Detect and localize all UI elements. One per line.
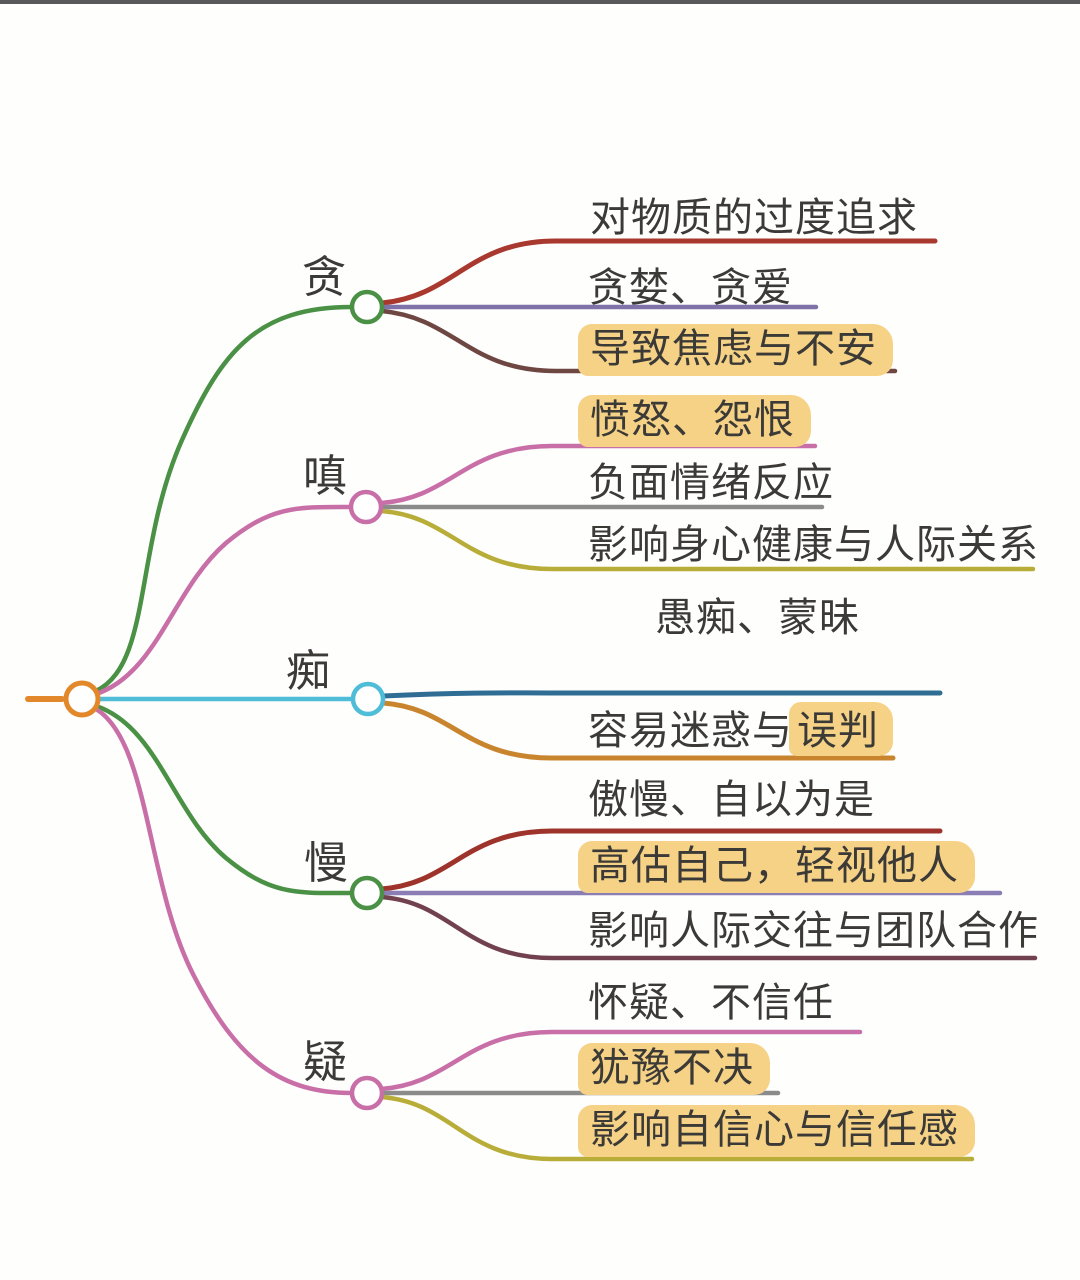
- child-label: 贪婪、贪爱: [588, 265, 793, 311]
- child-line-man-1: [378, 828, 943, 892]
- child-text-yi-2[interactable]: 犹豫不决: [578, 1043, 770, 1095]
- child-text-chen-3[interactable]: 影响身心健康与人际关系: [588, 521, 1039, 569]
- child-label: 愚痴、蒙昧: [655, 595, 860, 641]
- highlighted-label: 导致焦虑与不安: [578, 324, 893, 376]
- child-label: 负面情绪反应: [588, 460, 834, 506]
- branch-label-man[interactable]: 慢: [304, 838, 348, 889]
- branch-label-chen[interactable]: 嗔: [303, 451, 347, 502]
- child-text-chi-2[interactable]: 容易迷惑与误判: [588, 702, 893, 756]
- root-node[interactable]: [63, 680, 101, 718]
- child-text-man-3[interactable]: 影响人际交往与团队合作: [588, 907, 1039, 955]
- branch-node-man[interactable]: [349, 875, 385, 911]
- branch-label-tan[interactable]: 贪: [302, 252, 346, 303]
- child-label: 傲慢、自以为是: [588, 777, 875, 823]
- child-text-yi-3[interactable]: 影响自信心与信任感: [578, 1105, 975, 1157]
- child-label: 怀疑、不信任: [588, 980, 834, 1026]
- child-line-chen-1: [378, 443, 818, 506]
- child-text-tan-3[interactable]: 导致焦虑与不安: [578, 324, 893, 376]
- highlighted-label: 影响自信心与信任感: [578, 1105, 975, 1157]
- branch-node-yi[interactable]: [349, 1075, 385, 1111]
- child-label: 对物质的过度追求: [590, 195, 918, 241]
- child-line-yi-1: [378, 1029, 863, 1092]
- child-line-tan-1: [379, 238, 938, 306]
- child-text-tan-2[interactable]: 贪婪、贪爱: [588, 264, 793, 312]
- highlighted-label: 误判: [789, 702, 893, 756]
- child-label: 影响身心健康与人际关系: [588, 522, 1039, 568]
- child-text-man-2[interactable]: 高估自己，轻视他人: [578, 841, 975, 893]
- child-line-man-3: [378, 894, 1038, 961]
- highlighted-label: 高估自己，轻视他人: [578, 841, 975, 893]
- branch-label-yi[interactable]: 疑: [303, 1037, 347, 1088]
- branch-curve-man: [93, 703, 355, 896]
- child-text-man-1[interactable]: 傲慢、自以为是: [588, 776, 875, 824]
- branch-node-chen[interactable]: [348, 489, 384, 525]
- child-text-chi-1[interactable]: 愚痴、蒙昧: [655, 594, 860, 642]
- branch-node-tan[interactable]: [349, 289, 385, 325]
- branch-curve-yi: [93, 706, 355, 1096]
- branch-node-chi[interactable]: [350, 681, 386, 717]
- child-text-yi-1[interactable]: 怀疑、不信任: [588, 979, 834, 1027]
- branch-label-chi[interactable]: 痴: [286, 646, 330, 697]
- highlighted-label: 愤怒、怨恨: [578, 395, 811, 447]
- child-text-tan-1[interactable]: 对物质的过度追求: [590, 194, 918, 242]
- child-line-tan-3: [379, 308, 898, 374]
- child-line-chi-2: [380, 700, 896, 761]
- child-text-chen-1[interactable]: 愤怒、怨恨: [578, 395, 811, 447]
- child-line-yi-3: [378, 1094, 975, 1162]
- child-line-chi-1: [380, 690, 943, 699]
- child-label: 影响人际交往与团队合作: [588, 908, 1039, 954]
- child-text-chen-2[interactable]: 负面情绪反应: [588, 459, 834, 507]
- top-bar: [0, 0, 1080, 4]
- highlighted-label: 犹豫不决: [578, 1043, 770, 1095]
- child-line-chen-3: [378, 508, 1036, 572]
- branch-curve-chen: [93, 504, 354, 697]
- child-label: 容易迷惑与: [588, 708, 793, 754]
- branch-curve-tan: [93, 304, 355, 694]
